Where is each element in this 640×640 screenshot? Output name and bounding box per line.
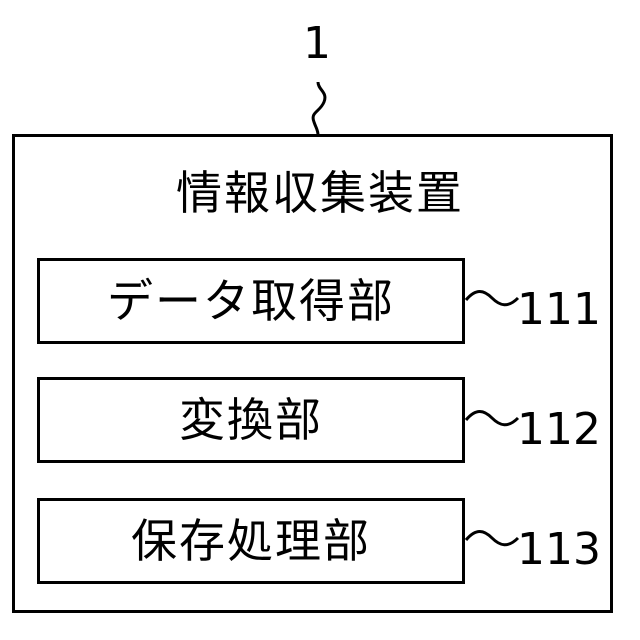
unit-1-leader-line (466, 292, 518, 305)
unit-3-leader-line (466, 532, 518, 545)
unit-3-reference-number: 113 (517, 528, 601, 572)
unit-1-reference-number: 111 (517, 288, 601, 332)
unit-2-reference-number: 112 (517, 408, 601, 452)
unit-2-leader-line (466, 412, 518, 425)
